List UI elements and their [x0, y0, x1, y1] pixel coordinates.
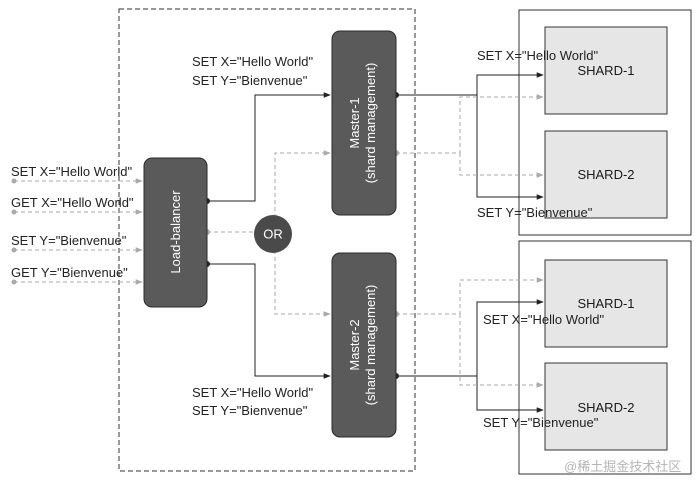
group1-note-bottom: SET Y="Bienvenue": [477, 205, 593, 220]
master1-node: Master-1 (shard management): [331, 30, 397, 216]
input-label-4: GET Y="Bienvenue": [11, 265, 128, 280]
master2-title: Master-2: [347, 319, 362, 370]
input-label-3: SET Y="Bienvenue": [11, 233, 127, 248]
master1-to-shards-links: [393, 72, 544, 200]
master1-note-1: SET X="Hello World": [192, 54, 313, 69]
master2-note-2: SET Y="Bienvenue": [192, 403, 308, 418]
watermark: @稀土掘金技术社区: [564, 459, 681, 474]
master2-node: Master-2 (shard management): [331, 252, 397, 438]
master1-subtitle: (shard management): [363, 63, 378, 184]
shard-group-2-frame: [518, 240, 692, 475]
load-balancer-node: Load-balancer: [143, 157, 208, 308]
group2-shard2-box: [544, 362, 668, 451]
load-balancer-label: Load-balancer: [168, 190, 183, 274]
group1-shard1-box: [544, 26, 668, 115]
input-label-2: GET X="Hello World": [11, 195, 134, 210]
input-label-1: SET X="Hello World": [11, 164, 132, 179]
master2-to-shards-links: [393, 277, 544, 413]
shard-group-1-frame: [518, 9, 692, 236]
master2-note-1: SET X="Hello World": [192, 385, 313, 400]
cluster-frame: [118, 8, 416, 472]
group2-shard2-label: SHARD-2: [577, 400, 634, 415]
group2-note-top: SET X="Hello World": [483, 312, 604, 327]
group1-shard2-box: [544, 130, 668, 219]
group2-shard1-box: [544, 259, 668, 348]
group1-shard2-label: SHARD-2: [577, 167, 634, 182]
master1-title: Master-1: [347, 97, 362, 148]
group2-shard1-label: SHARD-1: [577, 296, 634, 311]
input-arrows: [11, 178, 143, 285]
group1-note-top: SET X="Hello World": [477, 48, 598, 63]
group2-note-bottom: SET Y="Bienvenue": [483, 415, 599, 430]
group1-shard1-label: SHARD-1: [577, 63, 634, 78]
master2-subtitle: (shard management): [363, 285, 378, 406]
or-label: OR: [263, 227, 283, 242]
or-node: OR: [254, 215, 292, 253]
master1-note-2: SET Y="Bienvenue": [192, 73, 308, 88]
